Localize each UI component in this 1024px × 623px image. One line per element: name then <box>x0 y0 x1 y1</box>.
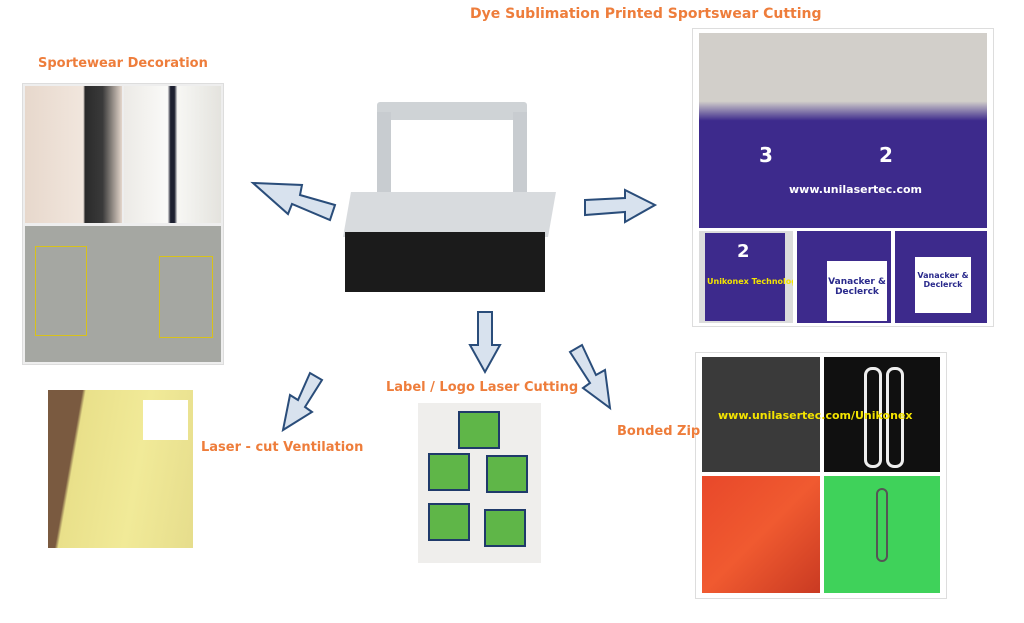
arrow-down <box>468 311 502 375</box>
watermark-unikonex: www.unilasertec.com/Unikonex <box>718 409 913 422</box>
zip-shirt-photo <box>124 86 221 223</box>
label-bonded-zip: Bonded Zip <box>617 424 701 439</box>
fabric-cut-photo <box>25 226 221 362</box>
logo-patches-photo <box>418 403 541 563</box>
jersey-photo-3: Vanacker & Declerck <box>895 231 987 323</box>
label-dye-sublimation: Dye Sublimation Printed Sportswear Cutti… <box>470 6 822 22</box>
label-sportswear-decoration: Sportewear Decoration <box>38 56 208 71</box>
cutting-bed-photo: 3 2 www.unilasertec.com <box>699 33 987 228</box>
green-zip-photo <box>824 476 940 593</box>
arrow-left-up <box>250 181 337 222</box>
arrow-right <box>584 188 658 224</box>
polo-collar-photo <box>25 86 122 223</box>
sportswear-decoration-panel <box>22 83 224 365</box>
label-logo-cutting: Label / Logo Laser Cutting <box>386 380 579 395</box>
laser-cutting-machine-image <box>337 92 556 312</box>
watermark-site: www.unilasertec.com <box>789 183 922 196</box>
label-ventilation: Laser - cut Ventilation <box>201 440 364 455</box>
jersey-photo-1: 2 Unikonex Technologies <box>699 231 793 323</box>
arrow-down-right <box>568 343 612 411</box>
orange-zip-photo <box>702 476 820 593</box>
dye-sublimation-panel: 3 2 www.unilasertec.com 2 Unikonex Techn… <box>692 28 994 327</box>
arrow-down-left <box>281 371 324 433</box>
bonded-zip-panel: www.unilasertec.com/Unikonex <box>695 352 947 599</box>
zip-cutting-photo <box>702 357 820 472</box>
ventilation-shirt-photo <box>48 390 193 548</box>
jersey-photo-2: Vanacker & Declerck <box>797 231 891 323</box>
zip-outline-photo <box>824 357 940 472</box>
